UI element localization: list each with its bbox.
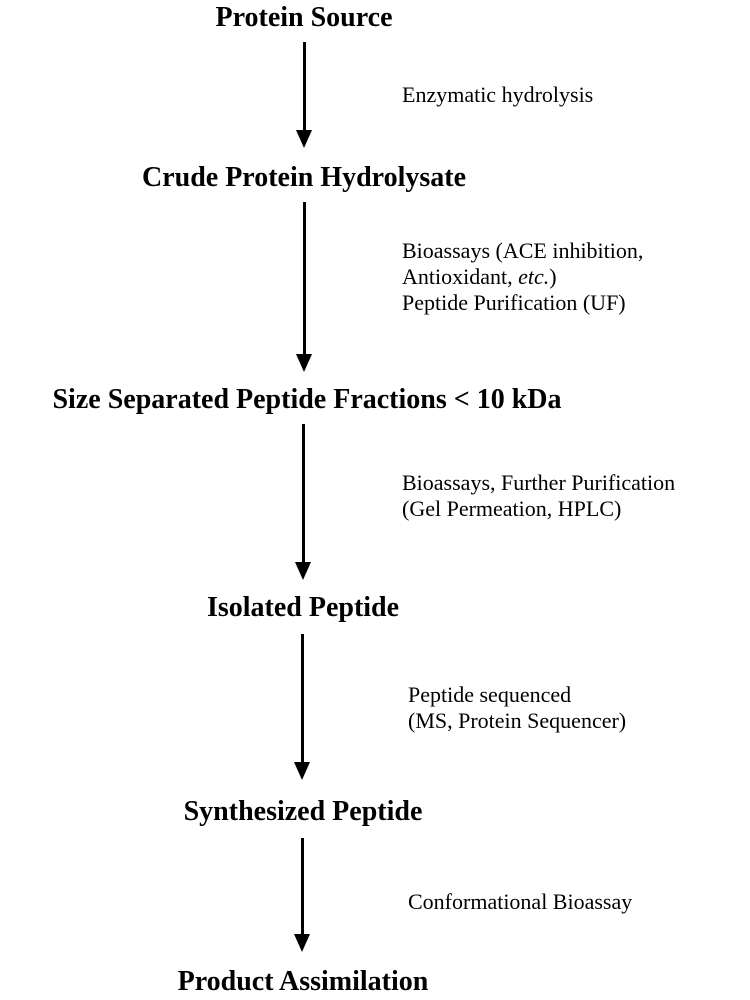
transition-note-line: Peptide Purification (UF) — [402, 290, 626, 315]
transition-note-italic-text: etc. — [518, 264, 550, 289]
step-product-assimilation: Product Assimilation — [177, 966, 429, 997]
arrow-down-icon — [292, 202, 316, 372]
transition-note-bioassays: Bioassays (ACE inhibition, Antioxidant, … — [402, 238, 643, 316]
transition-note-line: Bioassays (ACE inhibition, — [402, 238, 644, 263]
arrow-down-icon — [292, 42, 316, 148]
arrow-down-icon — [290, 634, 314, 780]
step-synthesized-peptide: Synthesized Peptide — [183, 796, 423, 827]
step-isolated-peptide: Isolated Peptide — [206, 592, 400, 623]
transition-note-sequencing: Peptide sequenced (MS, Protein Sequencer… — [408, 682, 626, 734]
transition-note-line: (MS, Protein Sequencer) — [408, 708, 627, 733]
transition-note-conformational: Conformational Bioassay — [408, 889, 632, 915]
transition-note-line: Conformational Bioassay — [408, 889, 633, 914]
step-protein-source: Protein Source — [215, 2, 393, 33]
transition-note-text: Antioxidant, — [402, 264, 519, 289]
transition-note-line: Antioxidant, etc.) — [402, 264, 643, 290]
transition-note-line: Enzymatic hydrolysis — [402, 82, 594, 107]
transition-note-purification: Bioassays, Further Purification (Gel Per… — [402, 470, 675, 522]
arrow-down-icon — [290, 838, 314, 952]
step-crude-protein-hydrolysate: Crude Protein Hydrolysate — [141, 162, 467, 193]
transition-note-line: (Gel Permeation, HPLC) — [402, 496, 622, 521]
transition-note-line: Peptide sequenced — [408, 682, 572, 707]
step-size-separated-peptide-fractions: Size Separated Peptide Fractions < 10 kD… — [52, 384, 562, 415]
transition-note-line: Bioassays, Further Purification — [402, 470, 676, 495]
transition-note-hydrolysis: Enzymatic hydrolysis — [402, 82, 593, 108]
transition-note-text: ) — [549, 264, 557, 289]
arrow-down-icon — [291, 424, 315, 580]
